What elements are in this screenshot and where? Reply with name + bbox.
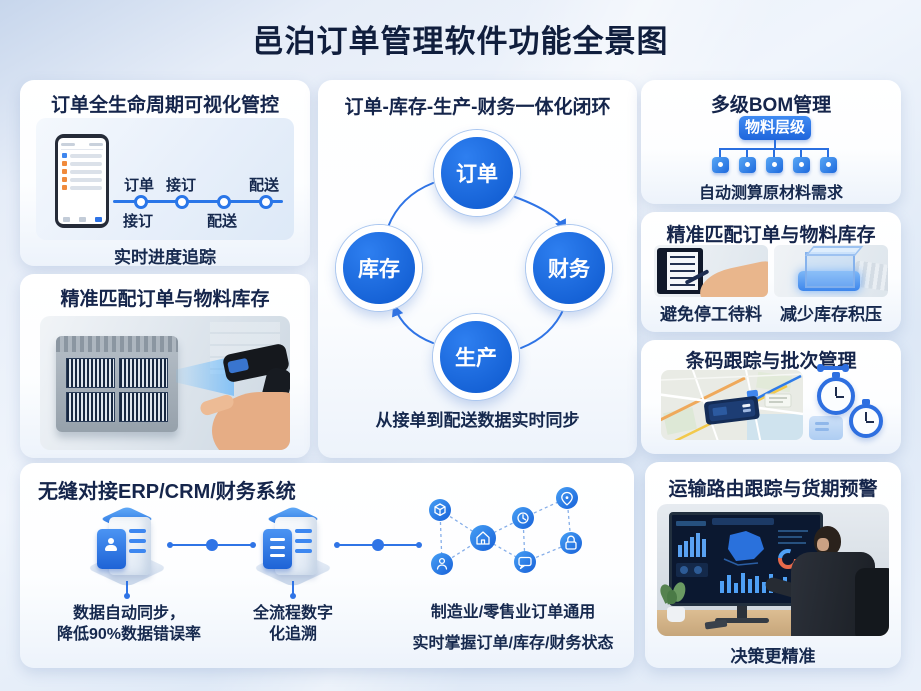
panel-caption: 实时进度追踪 [114,248,216,267]
network-cluster [429,487,582,575]
material-hierarchy-box: 物料层级 [739,116,811,140]
stopwatch-icon [817,372,855,415]
timeline-node [134,195,148,209]
inventory-cube-photo [774,245,888,297]
bom-tree-line [774,140,776,149]
panel-integrated-cycle: 订单-库存-生产-财务一体化闭环 订单 库存 财务 生产 从接单到配送数据实时同… [318,80,637,458]
timeline-label: 配送 [249,177,280,194]
phone-screen [58,138,106,224]
panel-order-lifecycle: 订单全生命周期可视化管控 订单 接订 配送 接订 [20,80,310,267]
benefit-caption: 避免停工待料 [660,305,762,324]
cycle-node-production: 生产 [433,314,519,400]
panel-title: 精准匹配订单与物料库存 [60,289,270,310]
chair [855,568,889,636]
panel-transport-routing: 运输路由跟踪与货期预警 [645,462,901,668]
lifecycle-illustration: 订单 接订 配送 接订 配送 [36,118,294,240]
map-image [661,370,803,440]
panel-title: 无缝对接ERP/CRM/财务系统 [38,481,296,503]
barcode-scanner-photo [40,316,290,450]
person-head [814,526,841,556]
cycle-node-finance: 财务 [526,225,612,311]
panel-erp-integration: 无缝对接ERP/CRM/财务系统 [20,463,634,668]
timeline-label: 接订 [123,213,154,230]
timeline-label: 接订 [166,177,197,194]
dashboard-photo [657,504,889,636]
bom-node-icon [766,157,783,173]
panel-caption: 自动测算原材料需求 [698,185,843,202]
panel-order-material-match: 精准匹配订单与物料库存 [20,274,310,458]
bom-node-icon [793,157,810,173]
bom-node-icon [712,157,729,173]
panel-title: 条码跟踪与批次管理 [685,351,857,372]
store-icon [470,525,496,551]
user-icon [105,538,117,551]
bom-node-icon [739,157,756,173]
benefit-caption: 数据自动同步，降低90%数据错误率 [56,605,202,643]
timeline-label: 订单 [124,177,155,194]
page-title: 邑泊订单管理软件功能全景图 [252,24,669,59]
cycle-node-inventory: 库存 [336,225,422,311]
checklist-photo [654,245,768,297]
cube-icon [805,252,855,288]
panel-barcode-batch: 条码跟踪与批次管理 [641,340,901,454]
benefit-caption: 实时掌握订单/库存/财务状态 [412,635,614,652]
hand [696,259,768,297]
hand [212,392,290,450]
benefit-caption: 减少库存积压 [780,305,882,324]
bom-node-icon [820,157,837,173]
benefit-caption: 制造业/零售业订单通用 [430,604,596,621]
chat-icon [514,551,536,573]
benefit-caption: 全流程数字化追溯 [252,605,333,643]
stopwatch-handle-icon [817,364,849,372]
stopwatch-icon [849,399,883,438]
cycle-node-order: 订单 [434,130,520,216]
panel-title: 订单-库存-生产-财务一体化闭环 [344,97,611,118]
timeline-node [217,195,231,209]
plant [657,580,693,622]
tracker-device-icon [704,389,760,425]
server-icon [251,506,335,595]
material-rack [56,336,178,432]
phone-mockup-icon [55,134,109,228]
panel-match-order-stock: 精准匹配订单与物料库存 避免停工待料 减少库存积压 [641,212,901,332]
panel-bom-management: 多级BOM管理 物料层级 自动测算原材料需求 [641,80,901,204]
panel-caption: 从接单到配送数据实时同步 [375,411,580,430]
lock-icon [560,532,582,554]
timeline-node [259,195,273,209]
timer-base [809,416,843,440]
panel-title: 精准匹配订单与物料库存 [666,225,876,246]
panel-caption: 决策更精准 [730,647,816,666]
panel-title: 多级BOM管理 [710,95,832,116]
timeline-node [175,195,189,209]
timeline-label: 配送 [207,213,238,230]
timeline-line [113,200,283,203]
server-icon [85,506,169,595]
panel-title: 订单全生命周期可视化管控 [50,95,279,116]
panel-title: 运输路由跟踪与货期预警 [668,479,878,500]
